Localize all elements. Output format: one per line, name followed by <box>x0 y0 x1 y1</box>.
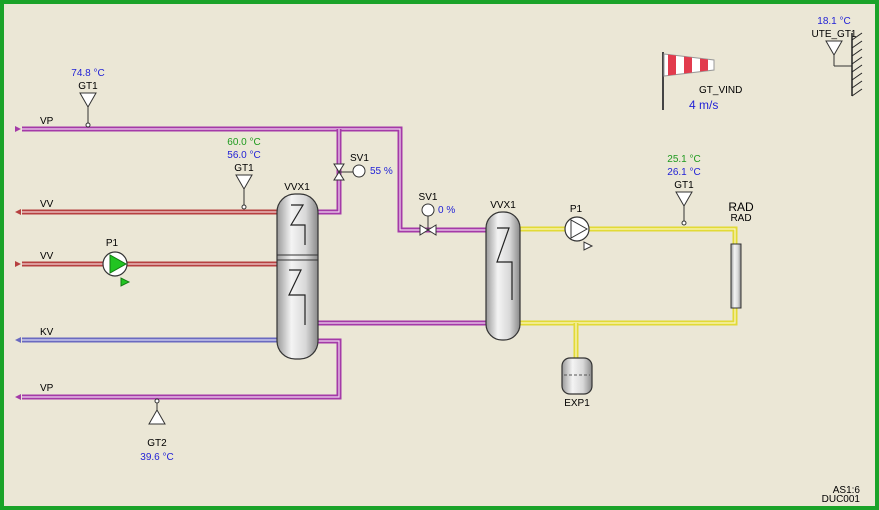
p1-secondary-label: P1 <box>570 204 583 215</box>
gt2-value: 39.6 °C <box>140 452 173 463</box>
wind-label: GT_VIND <box>699 85 742 96</box>
footer-line2: DUC001 <box>822 494 861 505</box>
exp1-label: EXP1 <box>564 398 590 409</box>
gt1-supply-value: 56.0 °C <box>227 150 260 161</box>
sensor-gt1-supply[interactable]: 60.0 °C 56.0 °C GT1 <box>227 137 261 210</box>
pipe-vp-top <box>22 126 488 233</box>
sensor-triangle-icon <box>675 191 693 208</box>
p1-primary-label: P1 <box>106 238 119 249</box>
sv1-secondary-value: 0 % <box>438 205 455 216</box>
sensor-triangle-icon <box>79 92 97 109</box>
coil-icon <box>289 204 306 245</box>
valve-icon <box>333 163 345 173</box>
pump-stopped-indicator <box>583 241 594 251</box>
gt1-secondary-value: 26.1 °C <box>667 167 700 178</box>
sensor-triangle-icon <box>235 174 253 191</box>
sensor-gt2[interactable]: GT2 39.6 °C <box>140 398 174 463</box>
expansion-vessel-exp1[interactable]: EXP1 <box>561 357 593 409</box>
pipe-vp-bottom <box>22 338 342 400</box>
gt1-secondary-label: GT1 <box>674 180 694 191</box>
expansion-vessel-icon <box>561 357 593 395</box>
radiator-rad[interactable]: RAD RAD <box>728 200 754 309</box>
radiator-label: RAD <box>730 213 751 224</box>
sensor-triangle-icon <box>825 40 843 57</box>
gt1-supply-setpoint: 60.0 °C <box>227 137 260 148</box>
pipe-supply-branch <box>318 129 342 215</box>
outdoor-value: 18.1 °C <box>817 16 850 27</box>
sensor-gt1-secondary[interactable]: 25.1 °C 26.1 °C GT1 <box>667 154 701 226</box>
coil-icon <box>288 269 306 325</box>
coil-icon <box>496 227 513 300</box>
vvx1-secondary-label: VVX1 <box>490 200 516 211</box>
actuator-icon <box>352 164 366 178</box>
sv1-primary-label: SV1 <box>350 153 369 164</box>
radiator-title: RAD <box>728 200 754 214</box>
heat-exchanger-vvx1-primary[interactable]: VVX1 <box>276 182 319 360</box>
footer-line1: AS1:6 <box>833 485 861 496</box>
outdoor-label: UTE_GT1 <box>811 29 856 40</box>
gt1-top-value: 74.8 °C <box>71 68 104 79</box>
valve-sv1-secondary[interactable]: SV1 0 % <box>419 192 456 236</box>
actuator-icon <box>421 203 435 217</box>
radiator-icon <box>730 243 742 309</box>
pump-p1-primary[interactable]: P1 <box>102 238 131 287</box>
gt2-label: GT2 <box>147 438 167 449</box>
vp-bottom-label: VP <box>40 383 54 394</box>
gt1-top-label: GT1 <box>78 81 98 92</box>
sensor-gt1-top[interactable]: 74.8 °C GT1 <box>71 68 105 128</box>
pipe-secondary-loop <box>520 226 738 360</box>
vvx1-primary-label: VVX1 <box>284 182 310 193</box>
vv-top-label: VV <box>40 199 54 210</box>
wind-indicator[interactable]: GT_VIND 4 m/s <box>662 52 742 112</box>
sensor-triangle-icon <box>148 408 166 425</box>
vp-top-label: VP <box>40 116 54 127</box>
gt1-secondary-setpoint: 25.1 °C <box>667 154 700 165</box>
valve-sv1-primary[interactable]: SV1 55 % <box>333 153 393 181</box>
pump-p1-secondary[interactable]: P1 <box>564 204 594 251</box>
wall-sensor-icon <box>851 32 863 97</box>
valve-icon <box>419 224 429 236</box>
pump-running-indicator <box>120 277 131 287</box>
wind-value: 4 m/s <box>689 98 718 112</box>
outdoor-sensor[interactable]: 18.1 °C UTE_GT1 <box>811 16 863 97</box>
kv-label: KV <box>40 327 54 338</box>
sv1-secondary-label: SV1 <box>419 192 438 203</box>
heat-exchanger-vvx1-secondary[interactable]: VVX1 <box>485 200 521 341</box>
sv1-primary-value: 55 % <box>370 166 393 177</box>
pipe-end-arrows <box>15 126 21 400</box>
vv-mid-label: VV <box>40 251 54 262</box>
gt1-supply-label: GT1 <box>234 163 254 174</box>
